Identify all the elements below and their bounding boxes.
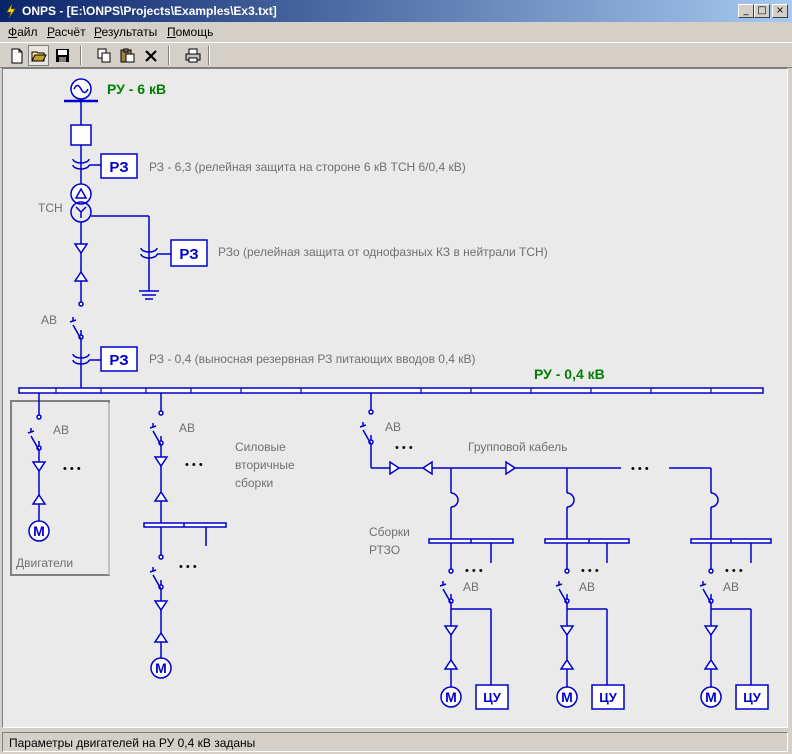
- menu-results[interactable]: Результаты: [94, 25, 157, 39]
- menu-results-label: езультаты: [101, 25, 158, 39]
- app-icon: [6, 4, 16, 18]
- single-line-diagram: РУ - 6 кВ РЗ РЗ - 6,3 (релейная защита н…: [10, 78, 772, 710]
- group-cable-branch[interactable]: [359, 393, 711, 476]
- av-label-feeder: АВ: [41, 313, 57, 327]
- maximize-button[interactable]: □: [754, 4, 770, 18]
- save-disk-icon: [56, 49, 69, 62]
- rz04-description: РЗ - 0,4 (выносная резервная РЗ питающих…: [149, 352, 476, 366]
- window-title: ONPS - [E:\ONPS\Projects\Examples\Ex3.tx…: [22, 4, 277, 18]
- toolbar-separator: [80, 46, 82, 65]
- open-button[interactable]: [28, 45, 49, 66]
- dots-rtzo-2: • • •: [581, 565, 599, 577]
- menu-file-label: айл: [17, 25, 38, 39]
- cu-label-1: ЦУ: [483, 690, 501, 705]
- rtzo-assembly-3[interactable]: [690, 468, 772, 710]
- paste-button[interactable]: [117, 45, 138, 66]
- menu-calculation[interactable]: Расчёт: [47, 25, 86, 39]
- status-bar: Параметры двигателей на РУ 0,4 кВ заданы: [0, 730, 792, 754]
- relay-rz-6kv-label: РЗ: [109, 159, 128, 176]
- bus-6kv-label: РУ - 6 кВ: [107, 81, 166, 97]
- secondary-label-line2: вторичные: [235, 458, 295, 472]
- motor-label-group: М: [33, 523, 45, 539]
- diagram-labels: РУ - 6 кВ РЗ РЗ - 6,3 (релейная защита н…: [16, 81, 762, 705]
- menu-bar: Файл Расчёт Результаты Помощь: [0, 22, 792, 42]
- av-label-rtzo-3: АВ: [723, 580, 739, 594]
- menu-calculation-accel: Р: [47, 25, 55, 39]
- relay-rz-04kv-label: РЗ: [109, 352, 128, 369]
- group-cable-label: Групповой кабель: [468, 440, 567, 454]
- secondary-label-line3: сборки: [235, 476, 273, 490]
- av-label-secondary: АВ: [179, 421, 195, 435]
- menu-help[interactable]: Помощь: [167, 25, 213, 39]
- menu-file[interactable]: Файл: [8, 25, 38, 39]
- av-label-group-cable: АВ: [385, 420, 401, 434]
- rz0-description: РЗо (релейная защита от однофазных КЗ в …: [218, 245, 548, 259]
- open-folder-icon: [30, 51, 47, 61]
- new-file-icon: [11, 48, 22, 63]
- rz63-description: РЗ - 6,3 (релейная защита на стороне 6 к…: [149, 160, 466, 174]
- secondary-assemblies[interactable]: [143, 393, 227, 679]
- av-label-rtzo-2: АВ: [579, 580, 595, 594]
- motor-label-secondary: М: [155, 660, 167, 676]
- close-button[interactable]: ×: [772, 4, 788, 18]
- menu-calculation-label: асчёт: [54, 25, 86, 39]
- motor-label-rtzo-2: М: [561, 689, 573, 705]
- toolbar-separator-2: [168, 46, 170, 65]
- toolbar: [0, 42, 792, 68]
- motors-group[interactable]: [10, 393, 110, 576]
- copy-button[interactable]: [94, 45, 115, 66]
- delete-button[interactable]: [140, 45, 161, 66]
- diagram-canvas[interactable]: РУ - 6 кВ РЗ РЗ - 6,3 (релейная защита н…: [2, 68, 788, 728]
- print-button[interactable]: [182, 45, 203, 66]
- motor-label-rtzo-3: М: [705, 689, 717, 705]
- dots-motors: • • •: [63, 463, 81, 475]
- cu-label-2: ЦУ: [599, 690, 617, 705]
- new-button[interactable]: [6, 45, 27, 66]
- title-bar: ONPS - [E:\ONPS\Projects\Examples\Ex3.tx…: [0, 0, 792, 22]
- relay-rz-6kv[interactable]: [100, 153, 138, 179]
- menu-help-label: омощь: [175, 25, 214, 39]
- av-label-rtzo-1: АВ: [463, 580, 479, 594]
- cu-label-3: ЦУ: [743, 690, 761, 705]
- transformer-hv-winding: [70, 183, 92, 205]
- dots-group-cable-2: • • •: [631, 463, 649, 475]
- menu-results-accel: Р: [94, 25, 102, 39]
- bus-04kv: [18, 387, 764, 394]
- av-label-motors: АВ: [53, 423, 69, 437]
- paste-icon: [120, 48, 135, 63]
- breaker-6kv: [70, 124, 92, 146]
- dots-secondary-1: • • •: [185, 459, 203, 471]
- relay-rz0-label: РЗ: [179, 246, 198, 263]
- dots-secondary-2: • • •: [179, 561, 197, 573]
- tsn-label: ТСН: [38, 201, 63, 215]
- delete-x-icon: [144, 49, 157, 62]
- motor-label-rtzo-1: М: [445, 689, 457, 705]
- relay-rz-04kv[interactable]: [100, 346, 138, 372]
- menu-file-accel: Ф: [8, 25, 18, 39]
- secondary-label-line1: Силовые: [235, 440, 286, 454]
- bus-04kv-label: РУ - 0,4 кВ: [534, 366, 605, 382]
- feeder-6kv: [64, 78, 208, 390]
- dots-group-cable-1: • • •: [395, 442, 413, 454]
- rtzo-assembly-2[interactable]: [544, 468, 630, 710]
- relay-rz0[interactable]: [170, 239, 208, 267]
- printer-icon: [185, 48, 200, 63]
- dots-rtzo-3: • • •: [725, 565, 743, 577]
- menu-help-accel: П: [167, 25, 176, 39]
- status-text: Параметры двигателей на РУ 0,4 кВ заданы: [2, 732, 788, 752]
- dots-rtzo-1: • • •: [465, 565, 483, 577]
- copy-icon: [97, 48, 111, 63]
- toolbar-separator-3: [208, 46, 210, 65]
- rtzo-label-line1: Сборки: [369, 525, 410, 539]
- minimize-button[interactable]: _: [738, 4, 754, 18]
- motors-group-label: Двигатели: [16, 556, 73, 570]
- rtzo-label-line2: РТЗО: [369, 543, 400, 557]
- rtzo-assembly-1[interactable]: [428, 468, 514, 710]
- save-button[interactable]: [52, 45, 73, 66]
